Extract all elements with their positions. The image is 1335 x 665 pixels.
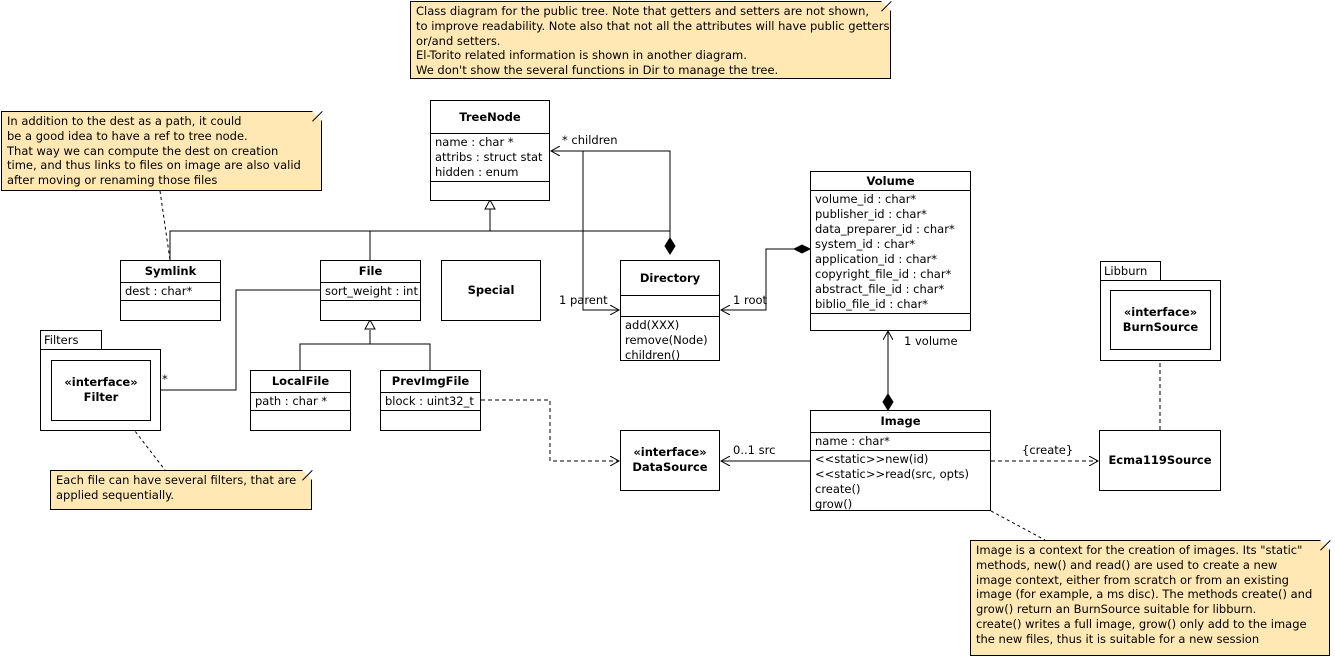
attributes: volume_id : char*publisher_id : char*dat… [811, 190, 970, 313]
inherit-triangle-file [364, 318, 376, 330]
class-symlink[interactable]: Symlink dest : char* [120, 260, 221, 321]
note-anchor-filters [127, 421, 166, 471]
children-association [551, 151, 671, 246]
image-diamond [882, 393, 894, 411]
operations [381, 410, 480, 427]
interface-datasource[interactable]: «interface» DataSource [620, 430, 720, 491]
class-title: TreeNode [459, 110, 521, 124]
class-image[interactable]: Image name : char* <<static>>new(id)<<st… [810, 410, 991, 511]
datasource-dependency [481, 399, 619, 461]
class-title: Ecma119Source [1108, 453, 1212, 467]
inherit-line-treenode [169, 208, 670, 260]
class-localfile[interactable]: LocalFile path : char * [250, 370, 351, 431]
root-association [721, 248, 802, 310]
attributes: name : char* [811, 432, 990, 450]
volume-diamond [792, 244, 812, 254]
label-src: 0..1 src [733, 443, 776, 457]
class-title: Image [880, 414, 921, 428]
stereotype: «interface» [64, 375, 138, 389]
class-file[interactable]: File sort_weight : int [320, 260, 421, 321]
note-symlink: In addition to the dest as a path, it co… [1, 111, 323, 191]
class-volume[interactable]: Volume volume_id : char*publisher_id : c… [810, 171, 971, 331]
parent-association [582, 151, 619, 310]
attributes: dest : char* [121, 282, 220, 300]
interface-filter[interactable]: «interface» Filter [51, 360, 151, 421]
label-filter-multiplicity: * [162, 372, 168, 386]
class-title: LocalFile [271, 374, 330, 388]
note-anchor-image [990, 510, 1046, 541]
operations: add(XXX)remove(Node)children() [621, 316, 719, 364]
label-parent: 1 parent [559, 293, 608, 307]
stereotype: «interface» [633, 445, 707, 459]
class-title: Directory [639, 271, 701, 285]
note-filters: Each file can have several filters, that… [50, 470, 313, 510]
class-title: Volume [866, 174, 915, 188]
operations [321, 300, 420, 317]
class-title: DataSource [632, 460, 708, 474]
attributes: path : char * [251, 392, 350, 410]
label-create: {create} [1022, 443, 1074, 457]
attributes: block : uint32_t [381, 392, 480, 410]
class-title: Filter [83, 390, 119, 404]
attributes [621, 295, 719, 316]
class-previmgfile[interactable]: PrevImgFile block : uint32_t [380, 370, 481, 431]
class-ecma119source[interactable]: Ecma119Source [1099, 430, 1221, 491]
inherit-triangle-treenode [484, 198, 496, 210]
directory-diamond [664, 237, 676, 255]
note-anchor-symlink [159, 190, 171, 261]
attributes: sort_weight : int [321, 282, 420, 300]
class-treenode[interactable]: TreeNode name : char *attribs : struct s… [430, 100, 550, 201]
class-title: BurnSource [1122, 320, 1199, 334]
package-libburn-tab: Libburn [1100, 261, 1161, 281]
filter-association [152, 289, 320, 390]
label-volume: 1 volume [904, 334, 958, 348]
operations [431, 181, 549, 202]
operations [811, 313, 970, 334]
class-title: File [358, 264, 383, 278]
class-title: Symlink [144, 264, 197, 278]
package-filters-tab: Filters [40, 330, 102, 350]
stereotype: «interface» [1123, 305, 1198, 319]
note-top: Class diagram for the public tree. Note … [410, 1, 892, 79]
label-root: 1 root [733, 293, 768, 307]
class-title: Special [467, 283, 515, 297]
label-children: * children [562, 133, 618, 147]
note-image: Image is a context for the creation of i… [970, 540, 1331, 656]
class-directory[interactable]: Directory add(XXX)remove(Node)children() [620, 260, 720, 364]
class-special[interactable]: Special [441, 260, 541, 321]
operations [121, 300, 220, 317]
interface-burnsource[interactable]: «interface» BurnSource [1110, 290, 1211, 350]
class-title: PrevImgFile [391, 374, 470, 388]
inherit-line-file [299, 330, 431, 370]
operations: <<static>>new(id)<<static>>read(src, opt… [811, 450, 990, 513]
operations [251, 410, 350, 427]
